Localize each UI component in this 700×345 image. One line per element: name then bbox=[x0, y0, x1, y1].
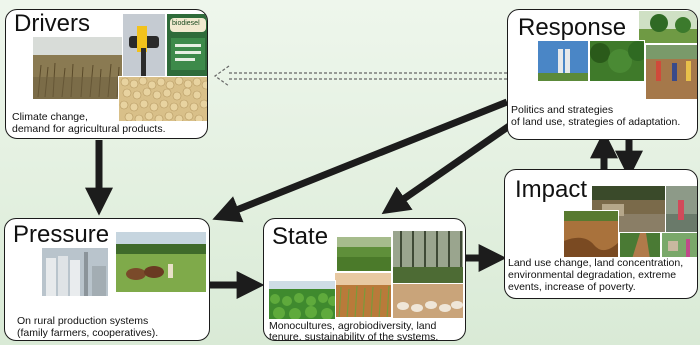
response-photo-congress bbox=[537, 40, 589, 82]
impact-photo-eroded-soil bbox=[563, 210, 619, 258]
impact-description-line-1: Land use change, land concentration, bbox=[508, 257, 684, 269]
response-photo-farmers bbox=[645, 44, 697, 100]
pressure-photo-silos bbox=[41, 247, 109, 297]
impact-description-line-3: events, increase of poverty. bbox=[508, 281, 636, 293]
drivers-box: Drivers bbox=[5, 9, 208, 139]
response-title: Response bbox=[518, 14, 627, 41]
arrow-response-to-state bbox=[381, 121, 514, 215]
impact-box: Impact bbox=[504, 169, 698, 299]
response-description-line-2: of land use, strategies of adaptation. bbox=[511, 116, 681, 128]
pressure-box: Pressure On rural production systems bbox=[4, 218, 210, 341]
state-title: State bbox=[272, 223, 329, 250]
state-description-line-2: tenure, sustainability of the systems. bbox=[269, 331, 439, 341]
pressure-photo-oxen-field bbox=[115, 231, 207, 293]
state-photo-soy-field bbox=[268, 280, 336, 320]
response-box: Response bbox=[507, 9, 698, 140]
response-description-line-1: Politics and strategies bbox=[511, 104, 614, 116]
state-photo-cattle bbox=[392, 283, 464, 319]
state-photo-sugarcane bbox=[334, 272, 392, 318]
state-box: State bbox=[263, 218, 466, 341]
drivers-description-line-1: Climate change, bbox=[12, 111, 88, 123]
impact-title: Impact bbox=[515, 176, 588, 203]
pressure-description-line-2: (family farmers, cooperatives). bbox=[17, 327, 159, 339]
impact-description-line-2: environmental degradation, extreme bbox=[508, 269, 677, 281]
drivers-photo-fuel-pump bbox=[122, 13, 166, 77]
drivers-photo-soybeans bbox=[118, 76, 207, 122]
impact-photo-forest-path bbox=[619, 232, 661, 258]
response-photo-trees bbox=[638, 10, 697, 44]
biodiesel-sign-label: biodiesel bbox=[172, 20, 200, 27]
drivers-description-line-2: demand for agricultural products. bbox=[12, 123, 166, 135]
pressure-title: Pressure bbox=[13, 221, 110, 248]
state-photo-greenhouse bbox=[392, 230, 464, 284]
drivers-photo-dry-field bbox=[32, 36, 124, 100]
arrow-response-to-pressure bbox=[212, 98, 509, 223]
state-description-line-1: Monocultures, agrobiodiversity, land bbox=[269, 320, 437, 332]
dashed-arrow-head bbox=[213, 65, 230, 87]
drivers-title: Drivers bbox=[14, 10, 90, 37]
response-photo-forest bbox=[589, 40, 645, 82]
pressure-description-line-1: On rural production systems bbox=[17, 315, 149, 327]
impact-photo-people-water bbox=[665, 185, 697, 233]
state-photo-garden bbox=[336, 236, 392, 272]
drivers-photo-biodiesel-sign: biodiesel bbox=[166, 13, 207, 77]
impact-photo-village bbox=[661, 232, 697, 258]
